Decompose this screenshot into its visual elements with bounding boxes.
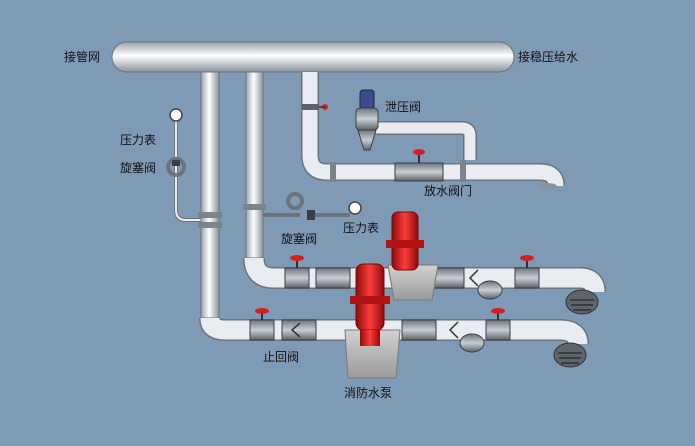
outlet-end bbox=[537, 183, 557, 189]
left-gauge-assembly bbox=[166, 108, 204, 222]
label-pressure-gauge-mid: 压力表 bbox=[343, 221, 380, 235]
label-fire-pump: 消防水泵 bbox=[344, 386, 393, 400]
pressure-gauge-icon-mid bbox=[348, 201, 362, 215]
mid-gauge-assembly bbox=[263, 192, 362, 220]
label-stabilizer-supply: 接稳压给水 bbox=[518, 50, 579, 64]
fire-pump-back bbox=[386, 211, 439, 301]
label-network-pipe: 接管网 bbox=[64, 50, 101, 64]
cock-valve-icon-mid bbox=[307, 210, 315, 220]
pressure-gauge-icon bbox=[169, 108, 183, 122]
foot-valve-upper bbox=[565, 289, 599, 315]
drain-valve bbox=[394, 149, 444, 182]
label-check-valve: 止回阀 bbox=[263, 350, 300, 364]
relief-return-line bbox=[301, 72, 565, 189]
label-relief-valve: 泄压阀 bbox=[385, 100, 422, 114]
label-cock-valve-left: 旋塞阀 bbox=[120, 161, 157, 175]
label-drain-valve: 放水阀门 bbox=[424, 184, 473, 198]
foot-valve-lower bbox=[553, 342, 587, 368]
relief-valve bbox=[355, 89, 379, 151]
fire-pump-front bbox=[344, 263, 401, 379]
cock-valve-icon bbox=[172, 160, 180, 166]
label-cock-valve-mid: 旋塞阀 bbox=[281, 232, 318, 246]
label-pressure-gauge-left: 压力表 bbox=[120, 133, 157, 147]
main-header-pipe bbox=[111, 41, 515, 73]
